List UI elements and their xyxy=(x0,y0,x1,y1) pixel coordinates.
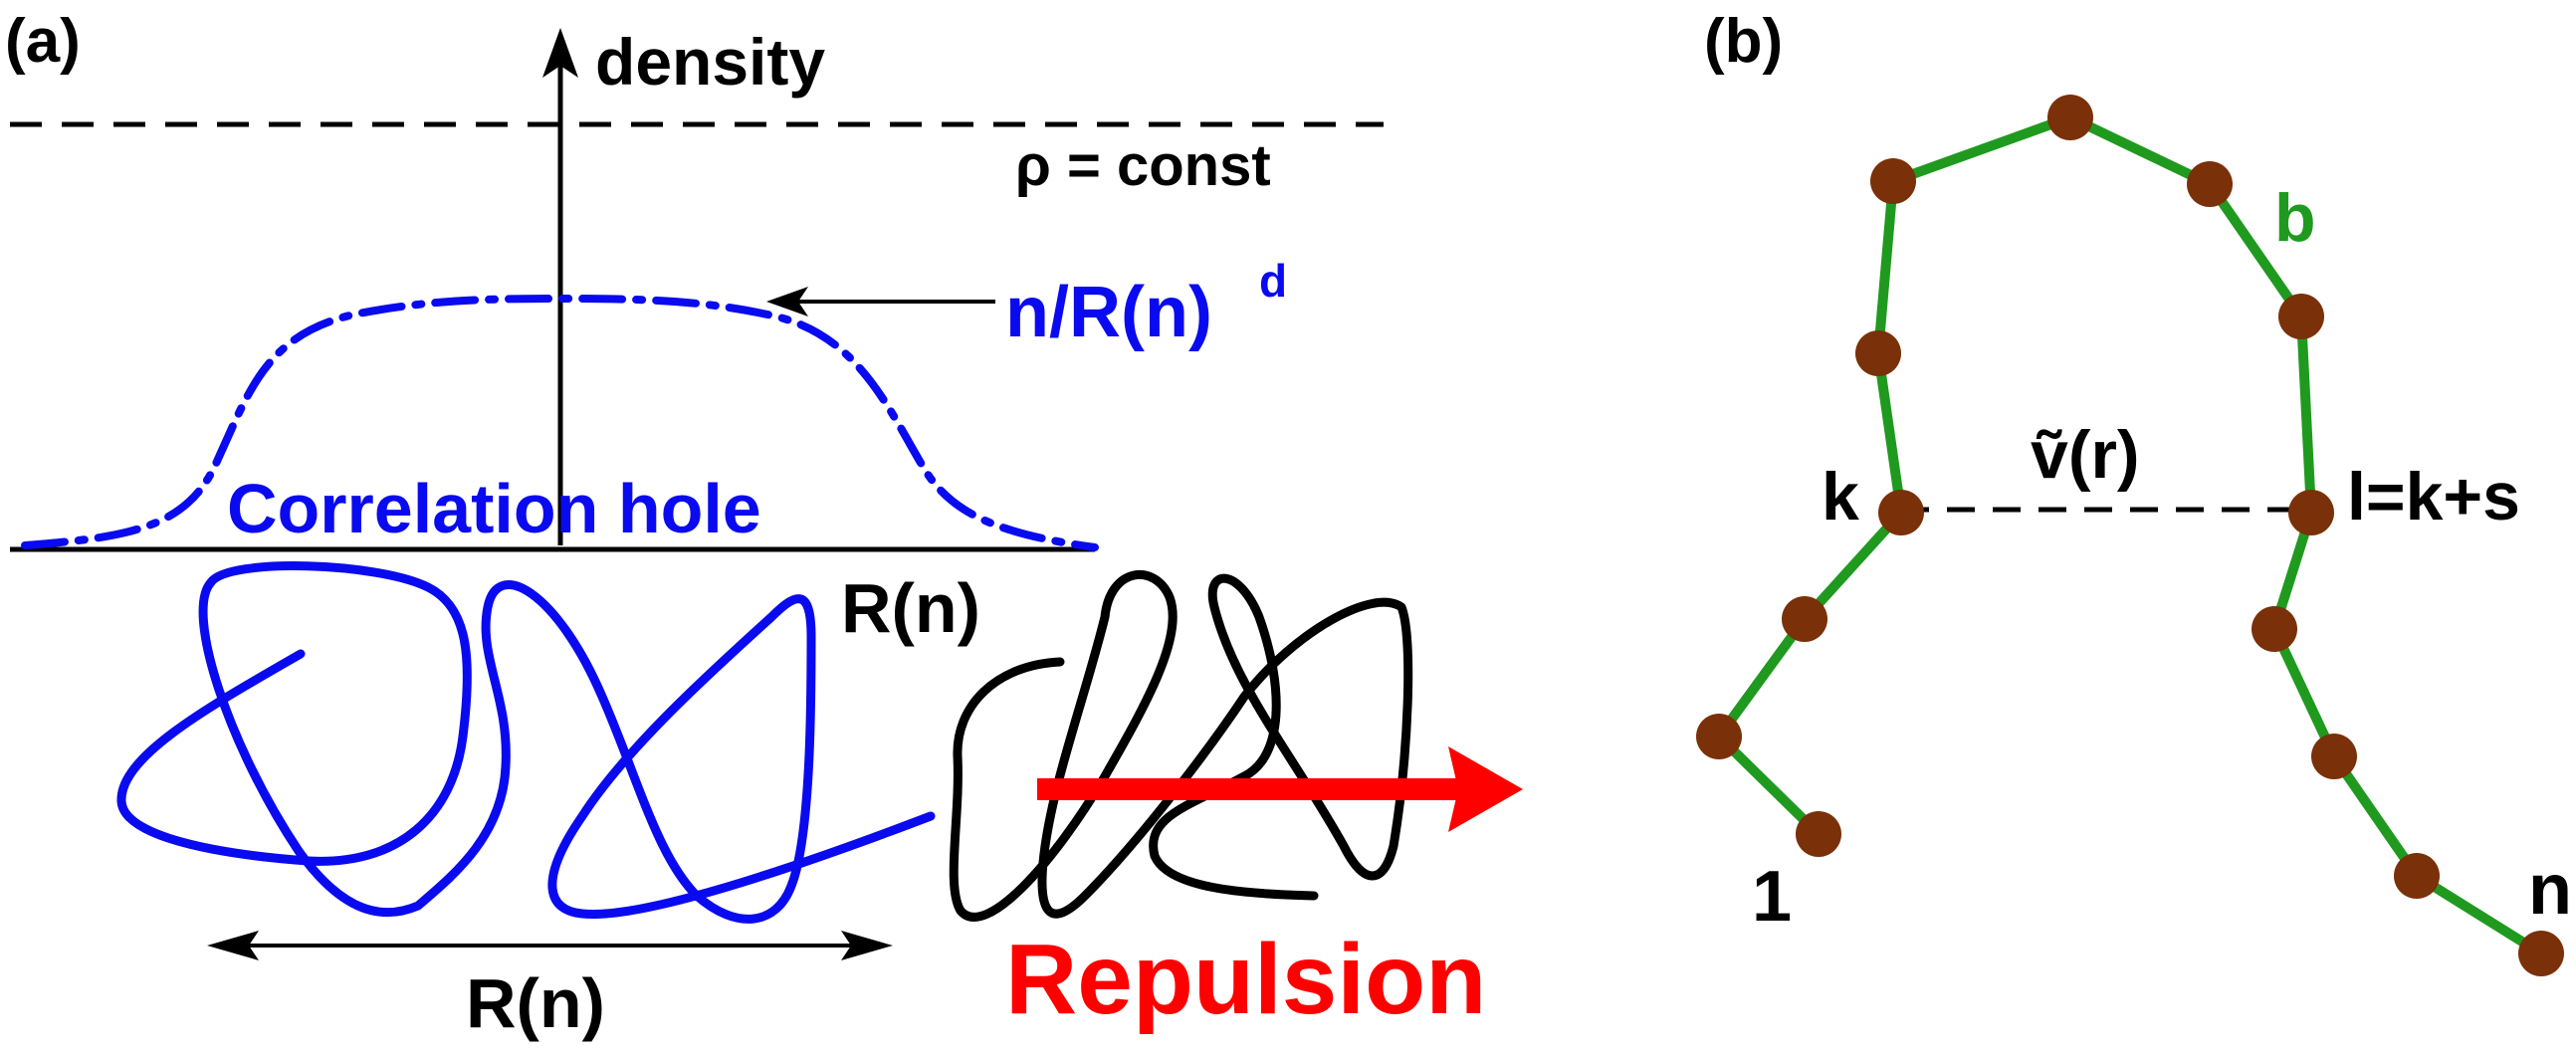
bead-1-label: 1 xyxy=(1752,857,1792,937)
bead xyxy=(2394,853,2440,899)
beads xyxy=(1696,95,2564,976)
density-axis-label: density xyxy=(595,25,825,99)
curve-label-superscript: d xyxy=(1259,255,1287,307)
repulsion-label: Repulsion xyxy=(1005,924,1486,1035)
bead-k xyxy=(1878,490,1924,535)
bead xyxy=(2311,734,2357,779)
coil-size-arrowhead-right xyxy=(841,931,893,960)
bead xyxy=(2252,606,2297,652)
bead-n xyxy=(2518,931,2564,976)
bead xyxy=(1870,158,1916,204)
bead-n-label: n xyxy=(2528,850,2572,930)
polymer-chain xyxy=(1714,112,2546,958)
repulsion-arrowhead xyxy=(1448,746,1523,832)
density-axis-arrowhead xyxy=(542,28,578,78)
panel-b: (b) b ṽ(r) k l=k+s 1 n xyxy=(1696,7,2572,976)
panel-a-label: (a) xyxy=(5,7,81,76)
bead xyxy=(1855,330,1901,376)
bead-l xyxy=(2288,490,2334,535)
panel-b-label: (b) xyxy=(1704,7,1783,76)
black-polymer-coil xyxy=(949,569,1413,922)
bead-l-label: l=k+s xyxy=(2347,459,2520,534)
correlation-hole-label: Correlation hole xyxy=(227,470,761,547)
interaction-potential-label: ṽ(r) xyxy=(2031,417,2140,493)
bond-length-label: b xyxy=(2274,180,2316,256)
coil-size-label-bottom: R(n) xyxy=(466,964,605,1042)
panel-a: (a) density ρ = const Correlation hole n… xyxy=(5,7,1523,1042)
bead xyxy=(2047,95,2093,140)
bead-1 xyxy=(1796,811,1841,857)
coil-size-label-top: R(n) xyxy=(841,569,980,647)
bead xyxy=(1782,596,1827,642)
bead xyxy=(1696,714,1742,759)
blue-polymer-coil xyxy=(116,561,936,924)
const-density-label: ρ = const xyxy=(1015,133,1271,198)
curve-label: n/R(n) xyxy=(1005,273,1212,352)
curve-pointer-arrowhead xyxy=(766,287,808,317)
bead-k-label: k xyxy=(1822,459,1859,534)
bead xyxy=(2278,294,2324,339)
coil-size-arrowhead-left xyxy=(207,931,259,960)
correlation-hole-curve xyxy=(21,294,1099,551)
bead xyxy=(2187,161,2233,207)
